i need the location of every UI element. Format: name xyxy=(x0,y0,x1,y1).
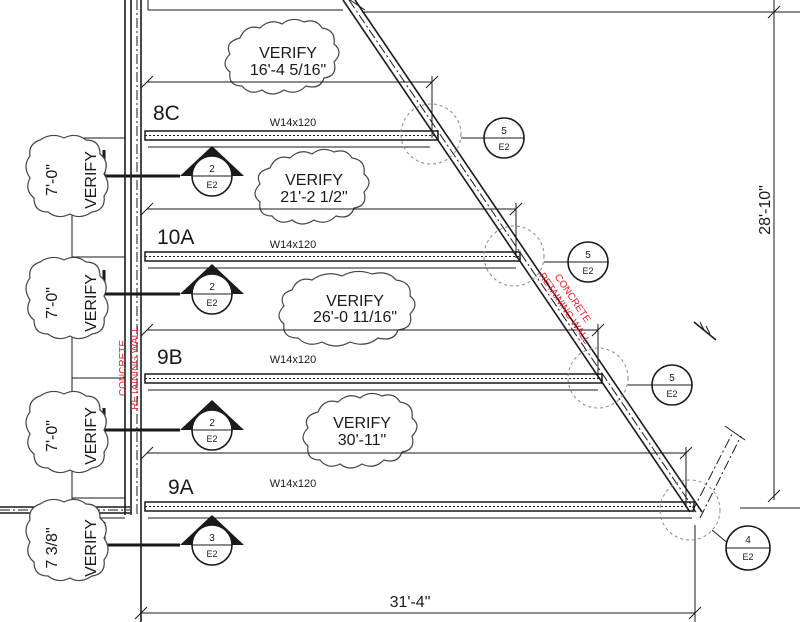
verify-label: VERIFY xyxy=(333,415,391,432)
marker-sheet: E2 xyxy=(206,298,217,308)
overall-width-dimension: 31'-4" xyxy=(134,525,702,622)
break-mark-icon xyxy=(693,321,717,341)
beam-size-label: W14x120 xyxy=(270,478,316,490)
section-number: 4 xyxy=(745,535,751,546)
overall-height-label: 28'-10" xyxy=(757,185,774,235)
left-spacing-1: 7'-0" VERIFY xyxy=(25,134,109,218)
detail-circle xyxy=(567,347,629,409)
left-wall-label: CONCRETE RETAINING WALL xyxy=(118,326,141,410)
verify-label: VERIFY xyxy=(326,293,384,310)
spacing-dimension: 7 3/8" xyxy=(44,527,61,568)
section-number: 5 xyxy=(585,250,591,261)
verify-cloud-10a: VERIFY 21'-2 1/2" xyxy=(254,148,370,225)
marker-sheet: E2 xyxy=(206,180,217,190)
detail-circle xyxy=(400,103,462,165)
spacing-dimension: 7'-0" xyxy=(44,164,61,196)
verify-cloud-8c: VERIFY 16'-4 5/16" xyxy=(224,18,340,95)
spacing-dimension: 7'-0" xyxy=(44,420,61,452)
gridline-9a: VERIFY 30'-11" 9A W14x120 4 E2 xyxy=(140,392,771,571)
spacing-dimension: 7'-0" xyxy=(44,287,61,319)
corner-wall-leg xyxy=(691,425,746,519)
section-sheet: E2 xyxy=(666,389,677,399)
marker-number: 2 xyxy=(209,282,215,293)
section-marker-1: 2 E2 xyxy=(102,146,244,197)
marker-sheet: E2 xyxy=(206,549,217,559)
verify-label: VERIFY xyxy=(285,172,343,189)
section-marker-3: 2 E2 xyxy=(102,400,244,451)
gridline-label: 8C xyxy=(153,102,180,125)
gridline-10a: VERIFY 21'-2 1/2" 10A W14x120 5 E2 xyxy=(140,148,609,287)
verify-label: VERIFY xyxy=(83,519,100,577)
gridline-label: 9B xyxy=(157,346,183,369)
left-spacing-4: 7 3/8" VERIFY xyxy=(25,498,109,582)
section-tag-9b: 5 E2 xyxy=(651,364,693,406)
section-tag-8c: 5 E2 xyxy=(483,117,525,159)
detail-circle xyxy=(483,225,545,287)
gridline-8c: VERIFY 16'-4 5/16" 8C W14x120 5 E2 xyxy=(140,18,525,165)
verify-label: VERIFY xyxy=(83,151,100,209)
marker-number: 3 xyxy=(209,533,215,544)
gridline-label: 10A xyxy=(157,226,194,249)
gridline-9b: VERIFY 26'-0 11/16" 9B W14x120 5 E2 xyxy=(140,270,693,409)
beam-size-label: W14x120 xyxy=(270,117,316,129)
verify-dimension: 21'-2 1/2" xyxy=(280,189,347,206)
verify-label: VERIFY xyxy=(259,45,317,62)
overall-width-label: 31'-4" xyxy=(390,594,431,611)
section-marker-2: 2 E2 xyxy=(102,264,244,315)
gridline-label: 9A xyxy=(168,476,194,499)
marker-number: 2 xyxy=(209,164,215,175)
section-sheet: E2 xyxy=(582,266,593,276)
marker-sheet: E2 xyxy=(206,434,217,444)
section-number: 5 xyxy=(501,126,507,137)
beam-size-label: W14x120 xyxy=(270,239,316,251)
left-spacing-2: 7'-0" VERIFY xyxy=(25,256,109,340)
wall-label-line2: RETAINING WALL xyxy=(130,326,141,410)
verify-label: VERIFY xyxy=(83,407,100,465)
marker-number: 2 xyxy=(209,418,215,429)
beam-9a xyxy=(144,501,695,512)
left-spacing-3: 7'-0" VERIFY xyxy=(25,390,109,474)
section-sheet: E2 xyxy=(742,552,753,562)
overall-height-dimension: 28'-10" xyxy=(362,0,800,509)
verify-dimension: 30'-11" xyxy=(338,432,386,449)
verify-label: VERIFY xyxy=(83,274,100,332)
section-sheet: E2 xyxy=(498,142,509,152)
section-tag-9a: 4 E2 xyxy=(725,525,771,571)
section-number: 5 xyxy=(669,373,675,384)
detail-circle xyxy=(659,479,721,541)
wall-label-line1: CONCRETE xyxy=(118,340,129,396)
verify-cloud-9a: VERIFY 30'-11" xyxy=(302,392,418,469)
beam-size-label: W14x120 xyxy=(270,354,316,366)
verify-dimension: 26'-0 11/16" xyxy=(313,309,397,326)
verify-cloud-9b: VERIFY 26'-0 11/16" xyxy=(278,270,416,347)
verify-dimension: 16'-4 5/16" xyxy=(250,62,326,79)
section-marker-4: 3 E2 xyxy=(102,515,244,566)
section-tag-10a: 5 E2 xyxy=(567,241,609,283)
